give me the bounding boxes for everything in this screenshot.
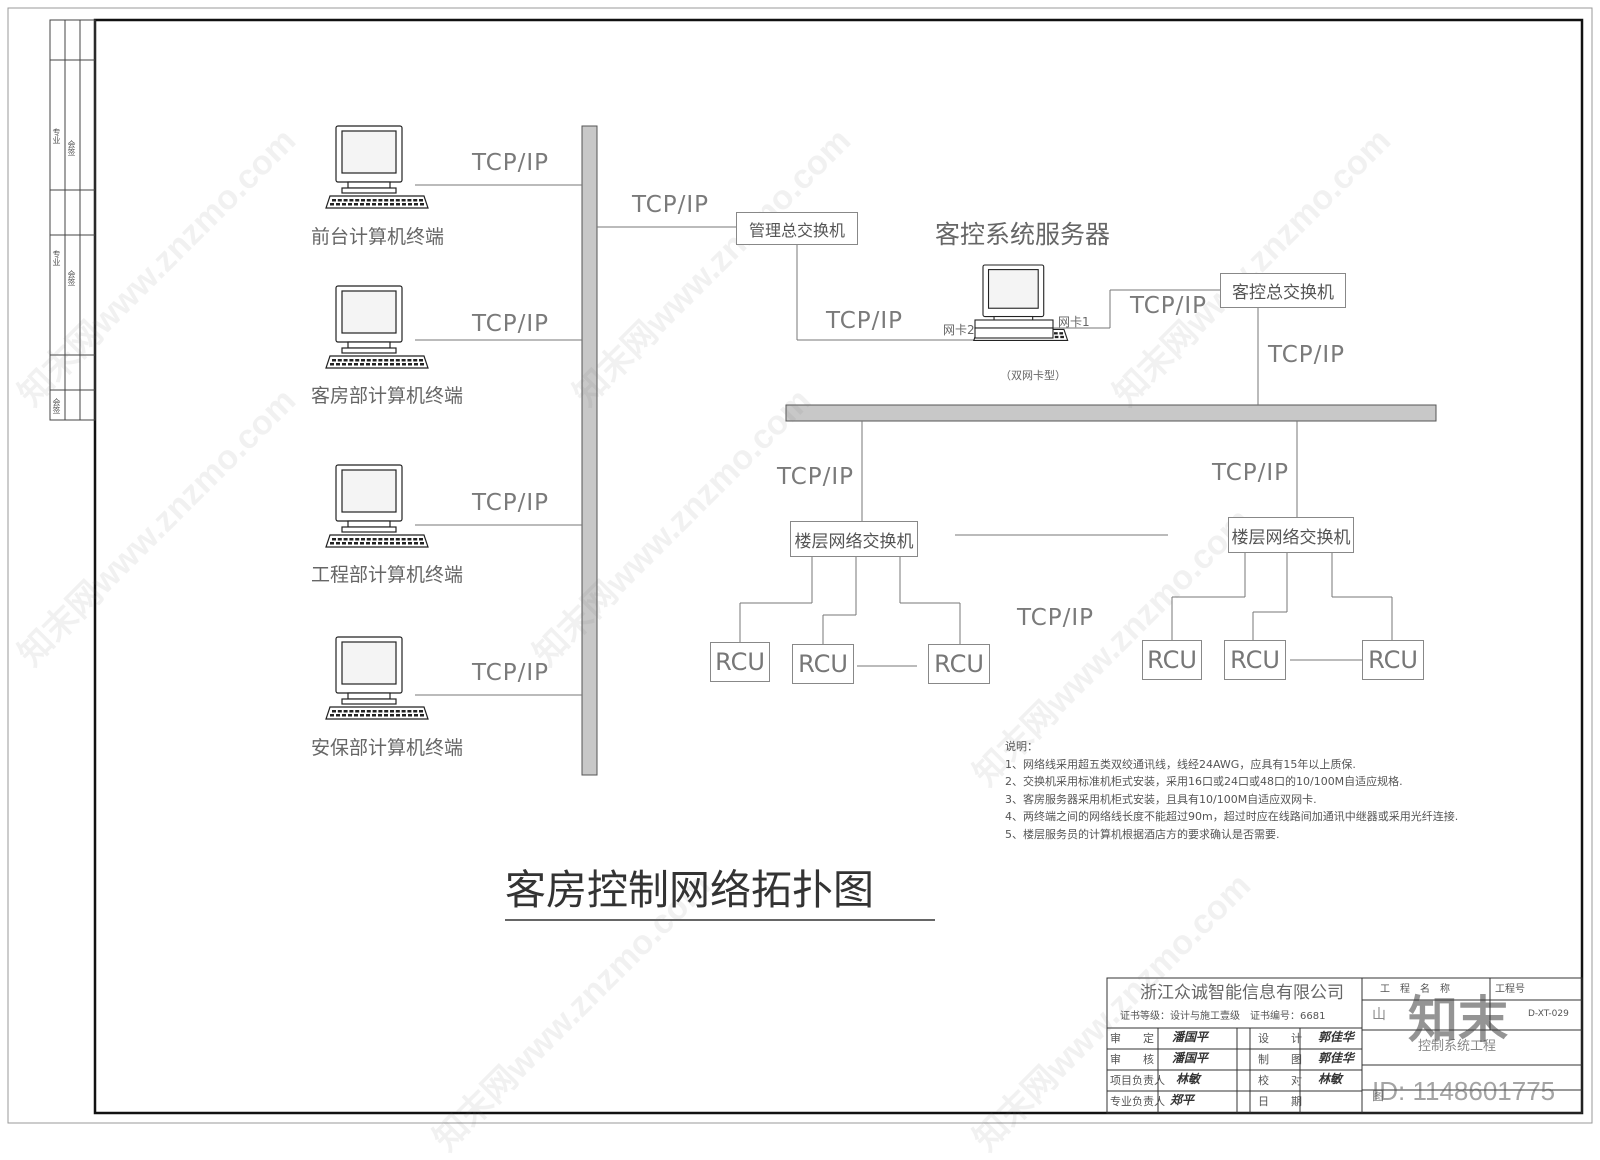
nic2-label: 网卡2 [943,323,975,337]
floor-bus [785,404,1437,422]
signature: 郑平 [1170,1093,1195,1107]
link-label: TCP/IP [632,192,710,218]
server-chassis [974,319,1054,329]
role-label: 制 图 [1258,1053,1302,1066]
drawing-fragment-right: 图 [1372,1089,1385,1103]
signature: 潘国平 [1172,1030,1209,1044]
link-label: TCP/IP [472,660,550,686]
link-label: TCP/IP [472,490,550,516]
link-label: TCP/IP [1017,605,1095,631]
note-item: 4、两终端之间的网络线长度不能超过90m，超过时应在线路间加通讯中继器或采用光纤… [1005,810,1459,823]
side-strip-label: 会签 [52,398,61,414]
notes-heading: 说明： [1005,740,1038,753]
notes-block: 说明： 1、网络线采用超五类双绞通讯线，线经24AWG，应具有15年以上质保. … [1005,738,1458,843]
signature: 林敏 [1176,1072,1201,1086]
note-item: 1、网络线采用超五类双绞通讯线，线经24AWG，应具有15年以上质保. [1005,757,1356,771]
nic1-label: 网卡1 [1058,315,1090,329]
drawing-fragment: 控制系统工程 [1418,1039,1497,1054]
site-logo: 知末 [1408,991,1508,1049]
link-label: TCP/IP [1212,460,1290,486]
signature: 郭佳华 [1318,1030,1355,1044]
diagram-canvas [7,7,1593,1124]
company-name: 浙江众诚智能信息有限公司 [1140,983,1344,1003]
link-label: TCP/IP [1268,342,1346,368]
backbone-bus [581,125,598,776]
rcu-box: RCU [1362,640,1424,680]
terminal-label: 客房部计算机终端 [311,385,464,407]
cert-grade: 证书等级：设计与施工壹级 [1120,1011,1240,1022]
computer-icon [325,636,429,720]
rcu-box: RCU [1142,640,1202,680]
rcu-tree-right [1171,553,1393,661]
project-name-fragment: 山 [1372,1007,1386,1023]
site-id: ID: 1148601775 [1372,1076,1556,1106]
project-no: D-XT-029 [1528,1009,1569,1019]
guest-control-switch: 客控总交换机 [1220,273,1346,308]
server-title: 客控系统服务器 [935,220,1111,249]
rcu-box: RCU [710,642,770,682]
link-label: TCP/IP [472,150,550,176]
server-icon [973,264,1069,341]
link-label: TCP/IP [1130,293,1208,319]
role-label: 项目负责人 [1110,1074,1165,1087]
project-no-label: 工程号 [1495,984,1525,995]
side-strip [49,19,96,421]
computer-icon [325,125,429,209]
note-item: 5、楼层服务员的计算机根据酒店方的要求确认是否需要. [1005,827,1280,841]
role-label: 设 计 [1258,1032,1302,1045]
terminal-label: 工程部计算机终端 [311,564,464,586]
signature: 潘国平 [1172,1051,1209,1065]
terminal-links [415,184,582,696]
link-label: TCP/IP [826,308,904,334]
side-strip-label: 会签 [67,270,76,286]
terminal-label: 前台计算机终端 [311,226,445,248]
signature: 林敏 [1318,1072,1343,1086]
server-type-label: （双网卡型） [1000,369,1066,382]
drawing-frame [93,18,1584,1115]
rcu-box: RCU [928,644,990,684]
core-links [597,226,1298,536]
signature: 郭佳华 [1318,1051,1355,1065]
note-item: 2、交换机采用标准机柜式安装，采用16口或24口或48口的10/100M自适应规… [1005,775,1403,788]
role-label: 校 对 [1258,1074,1302,1087]
server-chassis [974,327,1054,339]
rcu-tree-left [739,557,961,667]
role-label: 审 核 [1110,1053,1154,1066]
terminal-label: 安保部计算机终端 [311,737,464,759]
terminal-icons [325,125,429,720]
rcu-box: RCU [792,644,854,684]
side-strip-label: 专业 [52,128,61,144]
note-item: 3、客房服务器采用机柜式安装，且具有10/100M自适应双网卡. [1005,792,1317,806]
side-strip-label: 会签 [67,140,76,156]
floor-switch-right: 楼层网络交换机 [1228,517,1354,553]
role-label: 审 定 [1110,1032,1154,1045]
floor-switch-left: 楼层网络交换机 [790,521,918,557]
link-label: TCP/IP [472,311,550,337]
title-block-grid [1106,977,1583,1114]
rcu-box: RCU [1224,640,1286,680]
role-label: 专业负责人 [1110,1095,1165,1108]
project-name-label: 工 程 名 称 [1380,984,1450,995]
computer-icon [325,285,429,369]
cert-no: 证书编号：6681 [1250,1011,1326,1022]
side-strip-label: 专业 [52,250,61,266]
link-label: TCP/IP [777,464,855,490]
role-label: 日 期 [1258,1095,1302,1108]
diagram-title: 客房控制网络拓扑图 [505,866,874,914]
management-switch: 管理总交换机 [736,212,858,245]
sheet-border [7,7,1593,1124]
computer-icon [325,464,429,548]
